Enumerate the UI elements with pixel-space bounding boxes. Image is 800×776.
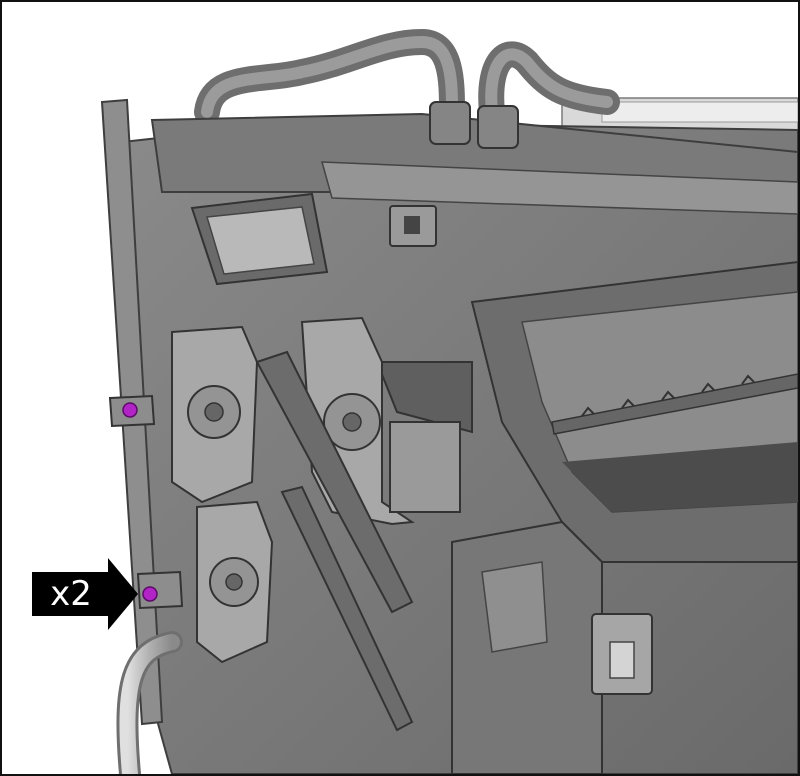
linkage-rod-lower: [280, 485, 414, 732]
hose-connector-left: [429, 101, 471, 145]
actuator-upper-left: [171, 325, 259, 504]
callout-quantity-label: x2: [32, 572, 110, 616]
fastener-callout: x2: [32, 558, 138, 630]
arrow-right-icon: [108, 558, 138, 630]
flap-plate: [375, 361, 473, 434]
lower-duct: [451, 520, 603, 774]
fastener-dot-icon: [122, 402, 138, 418]
fastener-dot-icon: [142, 586, 158, 602]
linkage-rod-upper: [255, 350, 414, 614]
gear-rack: [551, 373, 798, 435]
hose-connector-right: [477, 105, 519, 149]
actuator-lower-left: [196, 500, 274, 664]
